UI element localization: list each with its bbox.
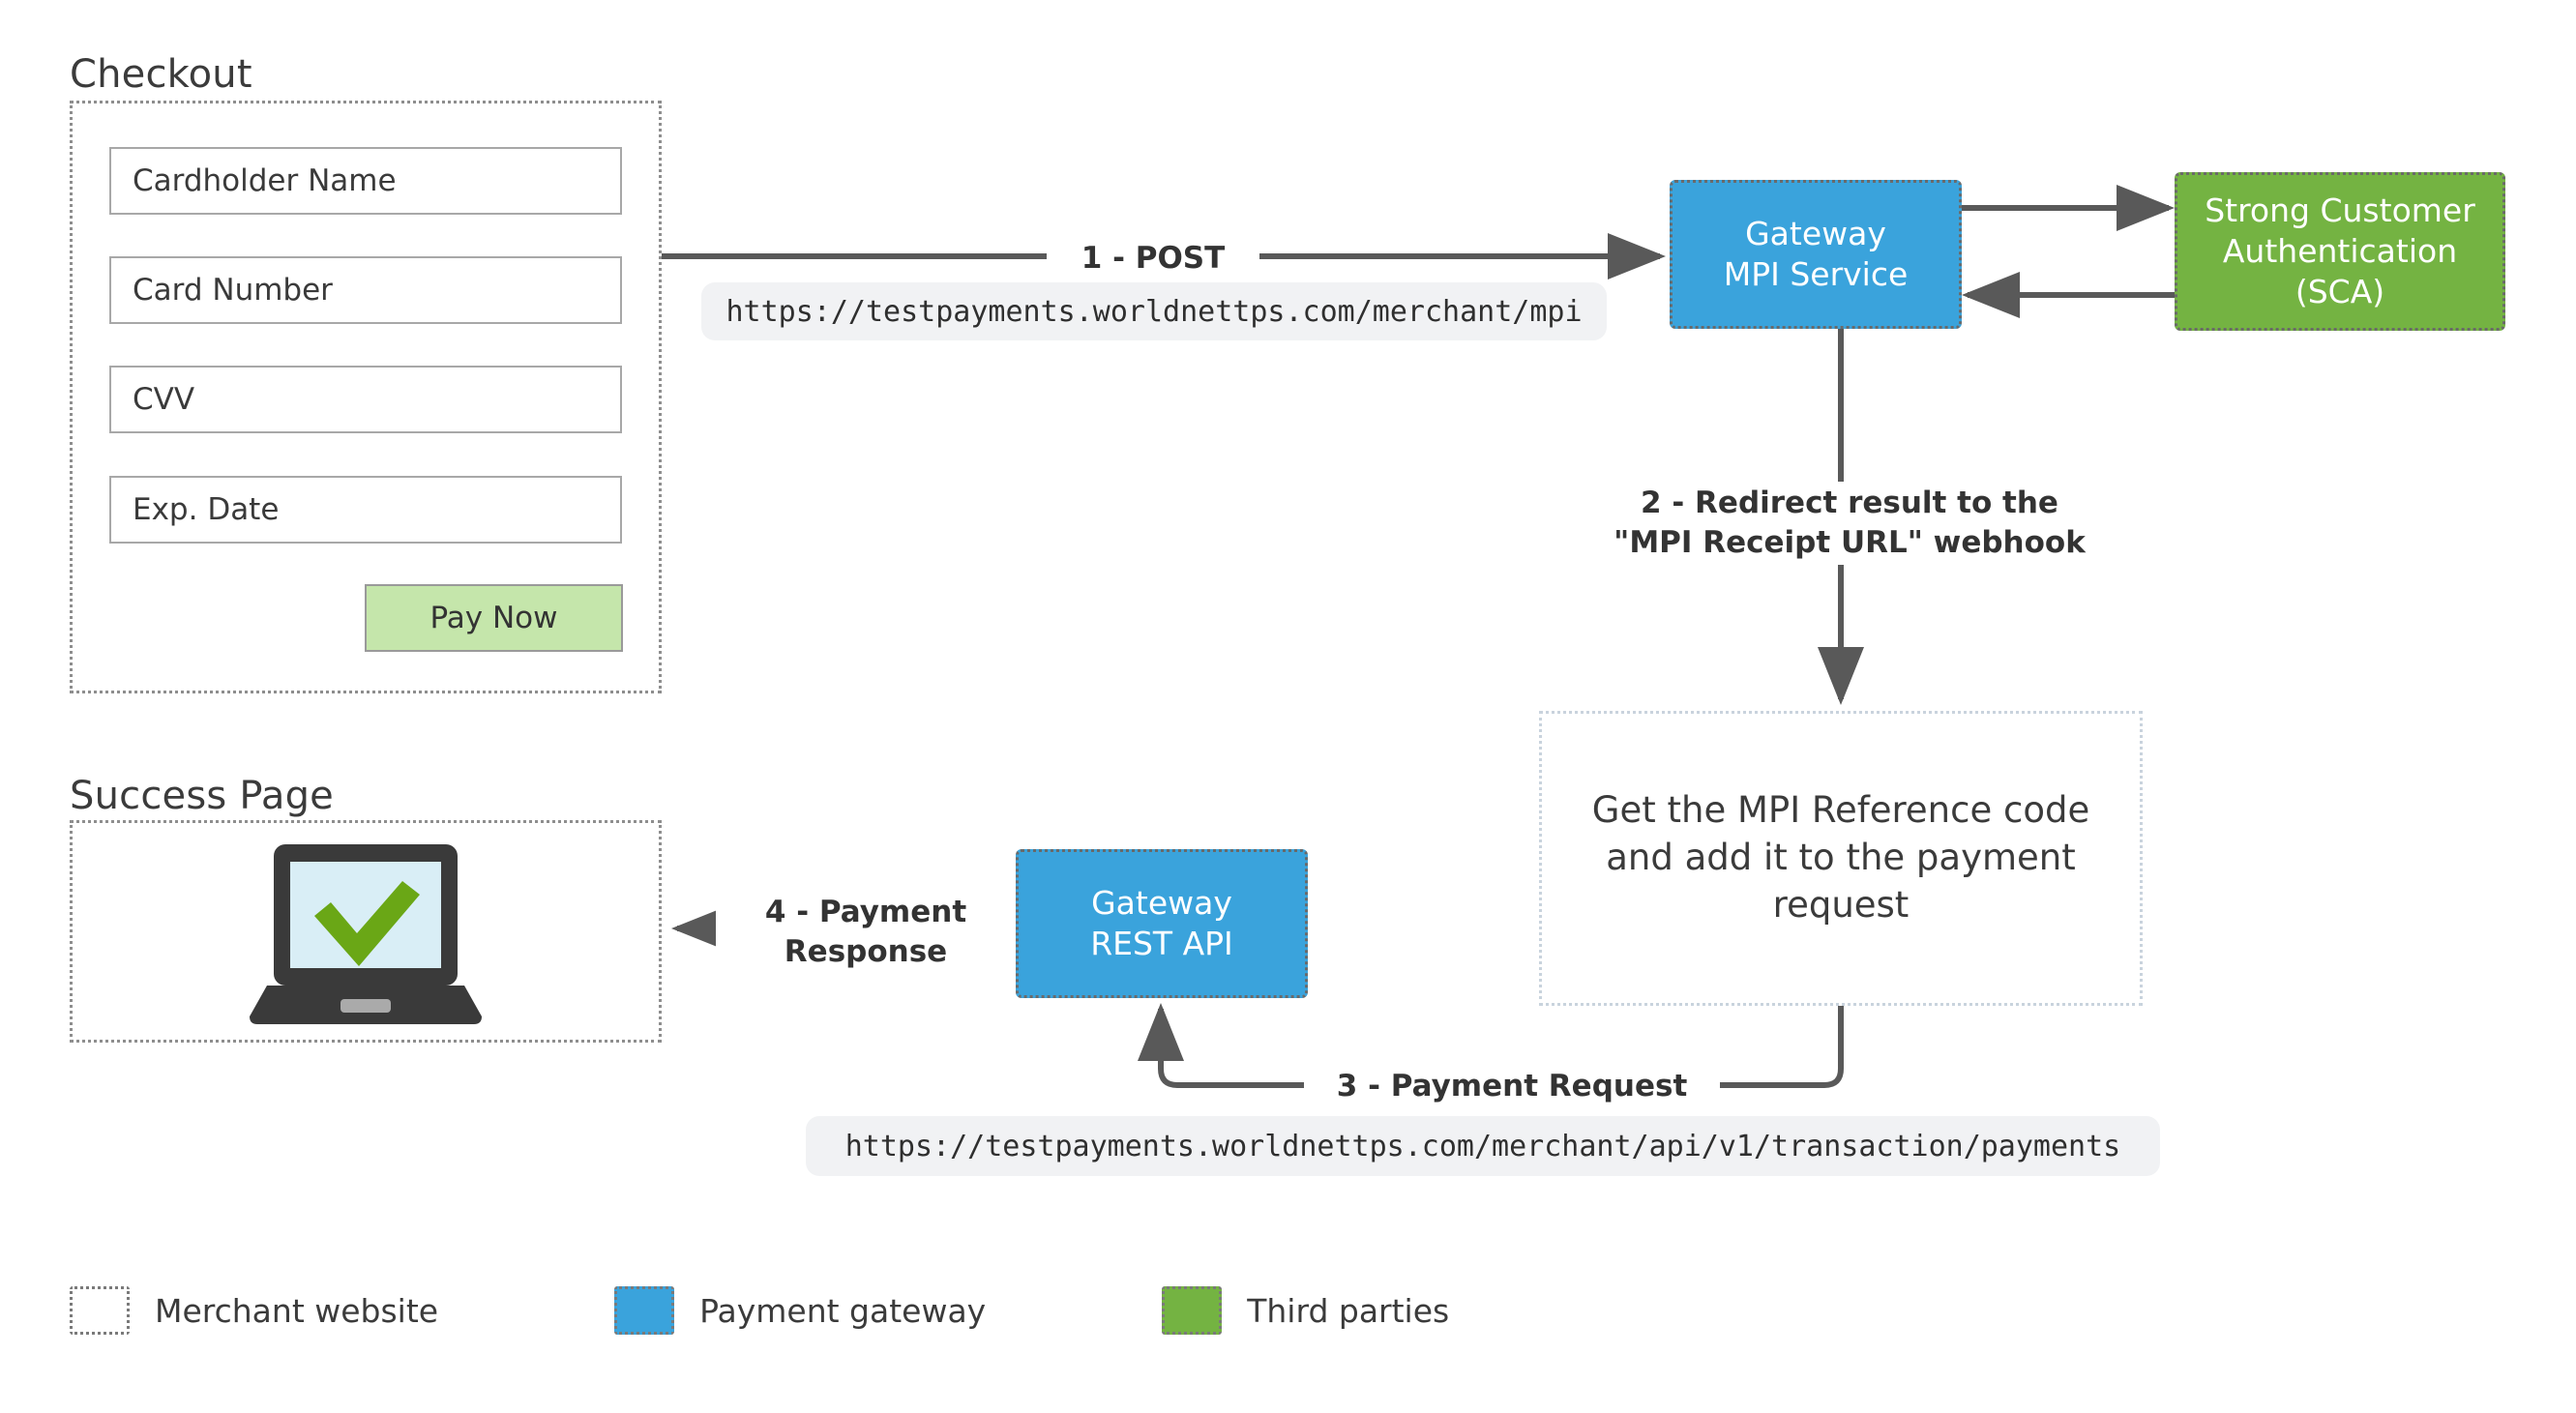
- legend-item-merchant-website: Merchant website: [70, 1286, 438, 1335]
- legend: Merchant website Payment gateway Third p…: [70, 1286, 1538, 1335]
- legend-label-merchant-website: Merchant website: [155, 1291, 439, 1330]
- strong-customer-authentication-node[interactable]: Strong Customer Authentication (SCA): [2175, 172, 2505, 331]
- gateway-rest-api-node[interactable]: Gateway REST API: [1016, 849, 1308, 998]
- success-section-title: Success Page: [70, 774, 334, 818]
- legend-swatch-third-parties: [1162, 1286, 1223, 1335]
- mpi-reference-note-text: Get the MPI Reference code and add it to…: [1591, 789, 2090, 926]
- laptop-success-check-icon: [250, 844, 482, 1024]
- legend-item-payment-gateway: Payment gateway: [614, 1286, 986, 1335]
- gateway-mpi-service-line2: MPI Service: [1723, 255, 1909, 293]
- sca-line3: (SCA): [2295, 273, 2385, 311]
- card-number-input[interactable]: Card Number: [109, 256, 622, 324]
- edge-label-step3: 3 - Payment Request: [1304, 1065, 1720, 1108]
- mpi-reference-note: Get the MPI Reference code and add it to…: [1539, 711, 2143, 1006]
- payments-url-chip: https://testpayments.worldnettps.com/mer…: [806, 1116, 2160, 1176]
- legend-swatch-merchant-website: [70, 1286, 130, 1335]
- cardholder-name-input[interactable]: Cardholder Name: [109, 147, 622, 215]
- sca-line1: Strong Customer: [2205, 191, 2475, 229]
- gateway-mpi-service-node[interactable]: Gateway MPI Service: [1670, 180, 1962, 329]
- edge-label-step2: 2 - Redirect result to the "MPI Receipt …: [1588, 482, 2111, 565]
- sca-line2: Authentication: [2222, 231, 2458, 270]
- legend-item-third-parties: Third parties: [1162, 1286, 1449, 1335]
- legend-label-payment-gateway: Payment gateway: [699, 1291, 987, 1330]
- legend-swatch-payment-gateway: [614, 1286, 675, 1335]
- cvv-input[interactable]: CVV: [109, 366, 622, 433]
- edge-label-step4: 4 - Payment Response: [716, 891, 1016, 974]
- legend-label-third-parties: Third parties: [1247, 1291, 1450, 1330]
- gateway-rest-api-line2: REST API: [1090, 925, 1233, 962]
- gateway-rest-api-line1: Gateway: [1091, 883, 1232, 922]
- checkout-section-title: Checkout: [70, 52, 252, 97]
- edge-label-step1: 1 - POST: [1047, 237, 1259, 280]
- pay-now-button[interactable]: Pay Now: [365, 584, 623, 652]
- gateway-mpi-service-line1: Gateway: [1745, 214, 1886, 252]
- mpi-url-chip: https://testpayments.worldnettps.com/mer…: [701, 282, 1607, 340]
- exp-date-input[interactable]: Exp. Date: [109, 476, 622, 544]
